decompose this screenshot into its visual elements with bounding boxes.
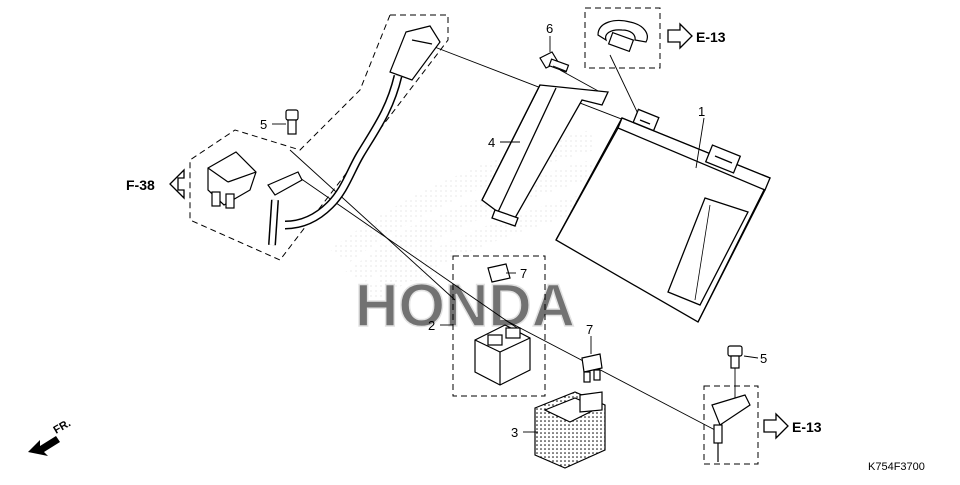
relay-group-outline	[452, 255, 546, 397]
callout-1: 1	[698, 104, 705, 119]
bolt-6	[539, 51, 570, 73]
fuse-7-lower	[581, 353, 603, 383]
ref-label-e13-top: E-13	[696, 29, 726, 45]
callout-4: 4	[488, 135, 495, 150]
callout-6: 6	[546, 21, 553, 36]
relay-cover	[534, 391, 606, 469]
ref-label-f38: F-38	[126, 177, 155, 193]
callout-leaders	[272, 36, 759, 433]
callout-5-bottom: 5	[760, 351, 767, 366]
connector-cover	[207, 151, 257, 209]
honda-watermark-text: HONDA	[355, 272, 575, 339]
terminal-top-outline	[584, 7, 661, 69]
callout-3: 3	[511, 425, 518, 440]
callout-7-upper: 7	[520, 266, 527, 281]
battery-holder	[481, 84, 609, 227]
ref-arrow-e13-top	[667, 22, 693, 50]
terminal-bottom	[711, 345, 751, 462]
front-direction-label: FR.	[52, 417, 73, 436]
bolt-5-top	[285, 109, 299, 135]
honda-wing-watermark: HONDA	[330, 130, 595, 340]
cable-group-outline	[189, 14, 449, 261]
front-direction-arrow	[28, 436, 60, 456]
callout-2: 2	[428, 318, 435, 333]
drawing-code: K754F3700	[868, 461, 925, 473]
callout-7-lower: 7	[586, 322, 593, 337]
terminal-top	[597, 19, 648, 53]
ref-arrow-f38	[169, 168, 185, 200]
ref-arrow-e13-bottom	[763, 412, 789, 440]
ref-label-e13-bottom: E-13	[792, 419, 822, 435]
starter-relay	[474, 263, 531, 386]
terminal-bottom-outline	[703, 385, 759, 465]
battery	[555, 108, 771, 323]
callout-5-top: 5	[260, 117, 267, 132]
dashed-outlines	[189, 7, 759, 465]
battery-cable	[267, 25, 441, 246]
